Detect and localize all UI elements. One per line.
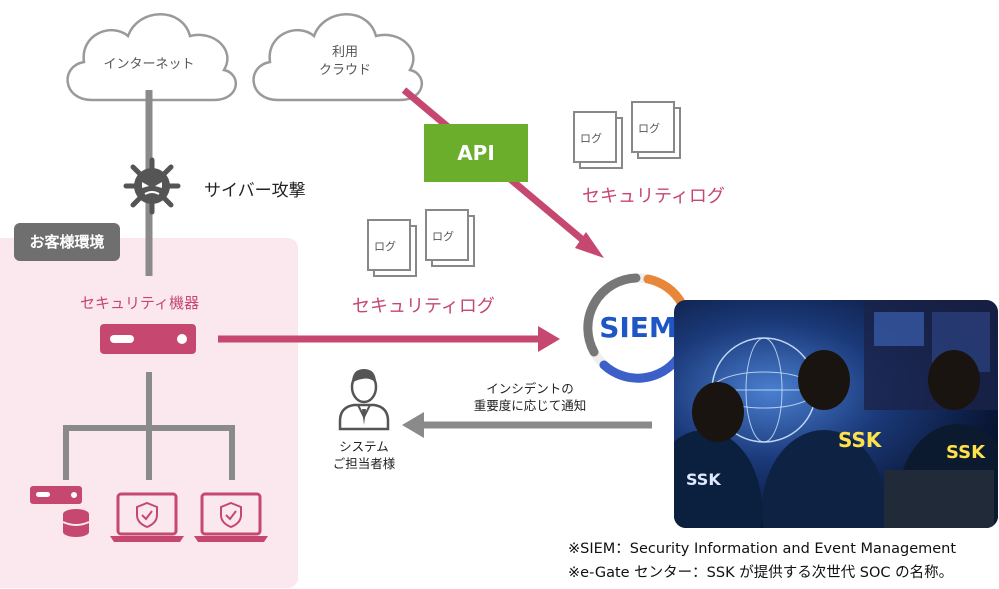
footnote-egate: ※e-Gate センター：SSK が提供する次世代 SOC の名称。 <box>568 565 954 581</box>
person-icon <box>338 369 390 431</box>
laptop-shield-icon <box>194 492 268 542</box>
security-device-icon <box>100 324 196 354</box>
photo-badge-ssk-2: SSK <box>946 442 986 463</box>
log-doc-label: ログ <box>638 122 660 135</box>
customer-environment-tag: お客様環境 <box>14 223 120 261</box>
security-log-label-lower: セキュリティログ <box>352 296 495 317</box>
internet-label: インターネット <box>103 57 195 72</box>
server-database-icon <box>30 486 90 537</box>
api-label-box: API <box>424 124 528 182</box>
log-doc-label: ログ <box>580 132 602 145</box>
cloud-service-label-line1: 利用 <box>331 45 358 60</box>
photo-badge-ssk-3: SSK <box>686 470 721 489</box>
soc-photo-illustration <box>674 300 998 528</box>
security-device-label: セキュリティ機器 <box>80 294 200 312</box>
log-documents-upper <box>573 101 681 169</box>
cloud-service-icon <box>252 13 424 102</box>
person-label-line2: ご担当者様 <box>332 456 396 471</box>
soc-photo: SSK SSK SSK <box>674 300 998 528</box>
log-documents-lower <box>367 209 475 277</box>
security-log-label-upper: セキュリティログ <box>582 186 725 207</box>
cloud-service-label-line2: クラウド <box>318 63 371 78</box>
person-label-line1: システム <box>339 439 389 454</box>
log-doc-label: ログ <box>374 240 396 253</box>
virus-icon <box>123 157 181 215</box>
log-doc-label: ログ <box>432 230 454 243</box>
notify-label-line1: インシデントの <box>486 381 574 396</box>
internet-cloud-icon <box>66 13 238 102</box>
cyber-attack-label: サイバー攻撃 <box>204 181 306 201</box>
laptop-shield-icon <box>110 492 184 542</box>
photo-badge-ssk-1: SSK <box>838 428 882 452</box>
footnote-siem: ※SIEM：Security Information and Event Man… <box>568 541 957 557</box>
notify-label-line2: 重要度に応じて通知 <box>473 398 587 413</box>
siem-label: SIEM <box>599 311 677 344</box>
